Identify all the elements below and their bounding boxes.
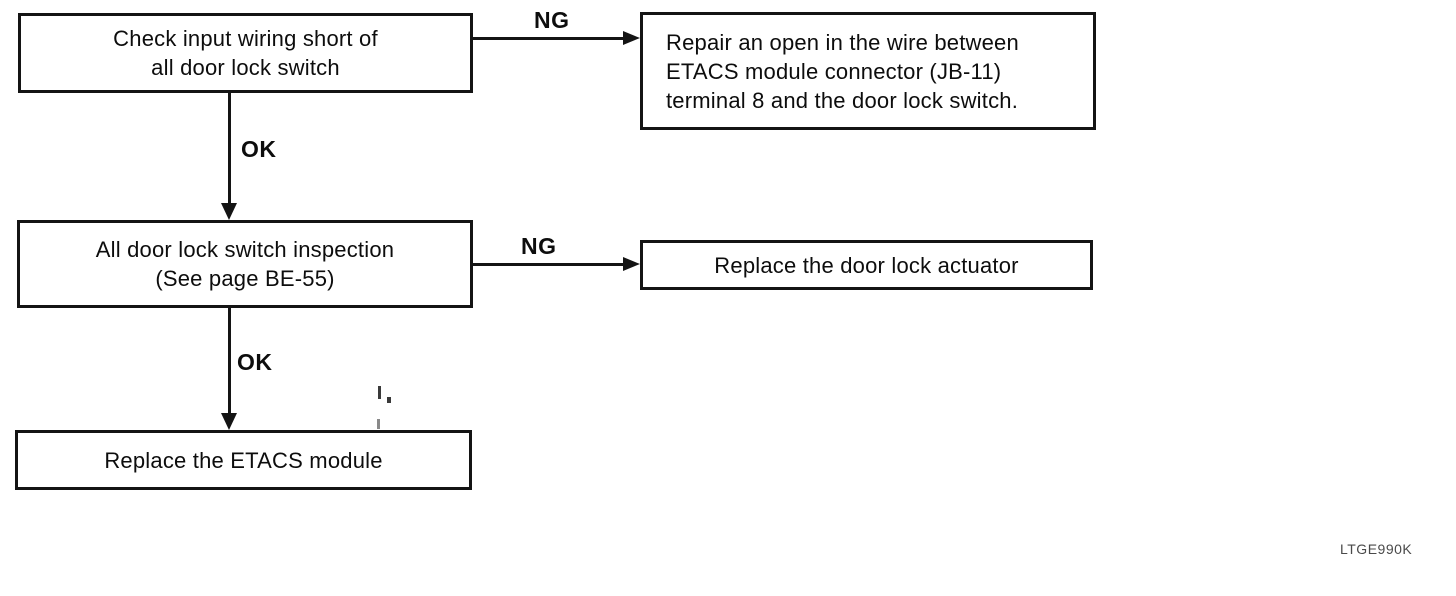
arrowhead-down-icon: [221, 203, 237, 220]
flow-box-line: all door lock switch: [151, 55, 340, 80]
flow-box-line: terminal 8 and the door lock switch.: [666, 87, 1019, 113]
flow-box-line: Replace the door lock actuator: [714, 252, 1019, 278]
ng-arrow-line-2: [473, 263, 625, 266]
ok-label-2: OK: [237, 349, 273, 375]
ok-label-1: OK: [241, 136, 277, 162]
flow-box-line: Replace the ETACS module: [104, 447, 383, 473]
flow-box-repair-open-wire: Repair an open in the wire between ETACS…: [640, 12, 1096, 130]
flow-box-check-input-wiring: Check input wiring short of all door loc…: [18, 13, 473, 93]
ng-label-1: NG: [534, 7, 570, 33]
flow-box-line: ETACS module connector (JB-11): [666, 58, 1002, 84]
ng-arrow-line-1: [473, 37, 625, 40]
arrowhead-right-icon: [623, 257, 640, 271]
flow-box-line: Check input wiring short of: [113, 26, 378, 51]
flow-box-line: All door lock switch inspection: [95, 237, 395, 262]
ok-arrow-line-2: [228, 308, 231, 416]
flow-box-replace-etacs-module: Replace the ETACS module: [15, 430, 472, 490]
flow-box-line: Repair an open in the wire between: [666, 29, 1019, 55]
figure-code: LTGE990K: [1340, 541, 1413, 557]
arrowhead-down-icon: [221, 413, 237, 430]
flow-box-line: (See page BE-55): [155, 266, 335, 291]
ok-arrow-line-1: [228, 93, 231, 206]
flow-box-replace-door-lock-actuator: Replace the door lock actuator: [640, 240, 1093, 290]
ink-smudge: [378, 386, 381, 399]
ink-smudge: [377, 419, 380, 429]
ng-label-2: NG: [521, 233, 557, 259]
flow-box-door-lock-switch-inspection: All door lock switch inspection (See pag…: [17, 220, 473, 308]
ink-smudge: [387, 397, 391, 403]
arrowhead-right-icon: [623, 31, 640, 45]
